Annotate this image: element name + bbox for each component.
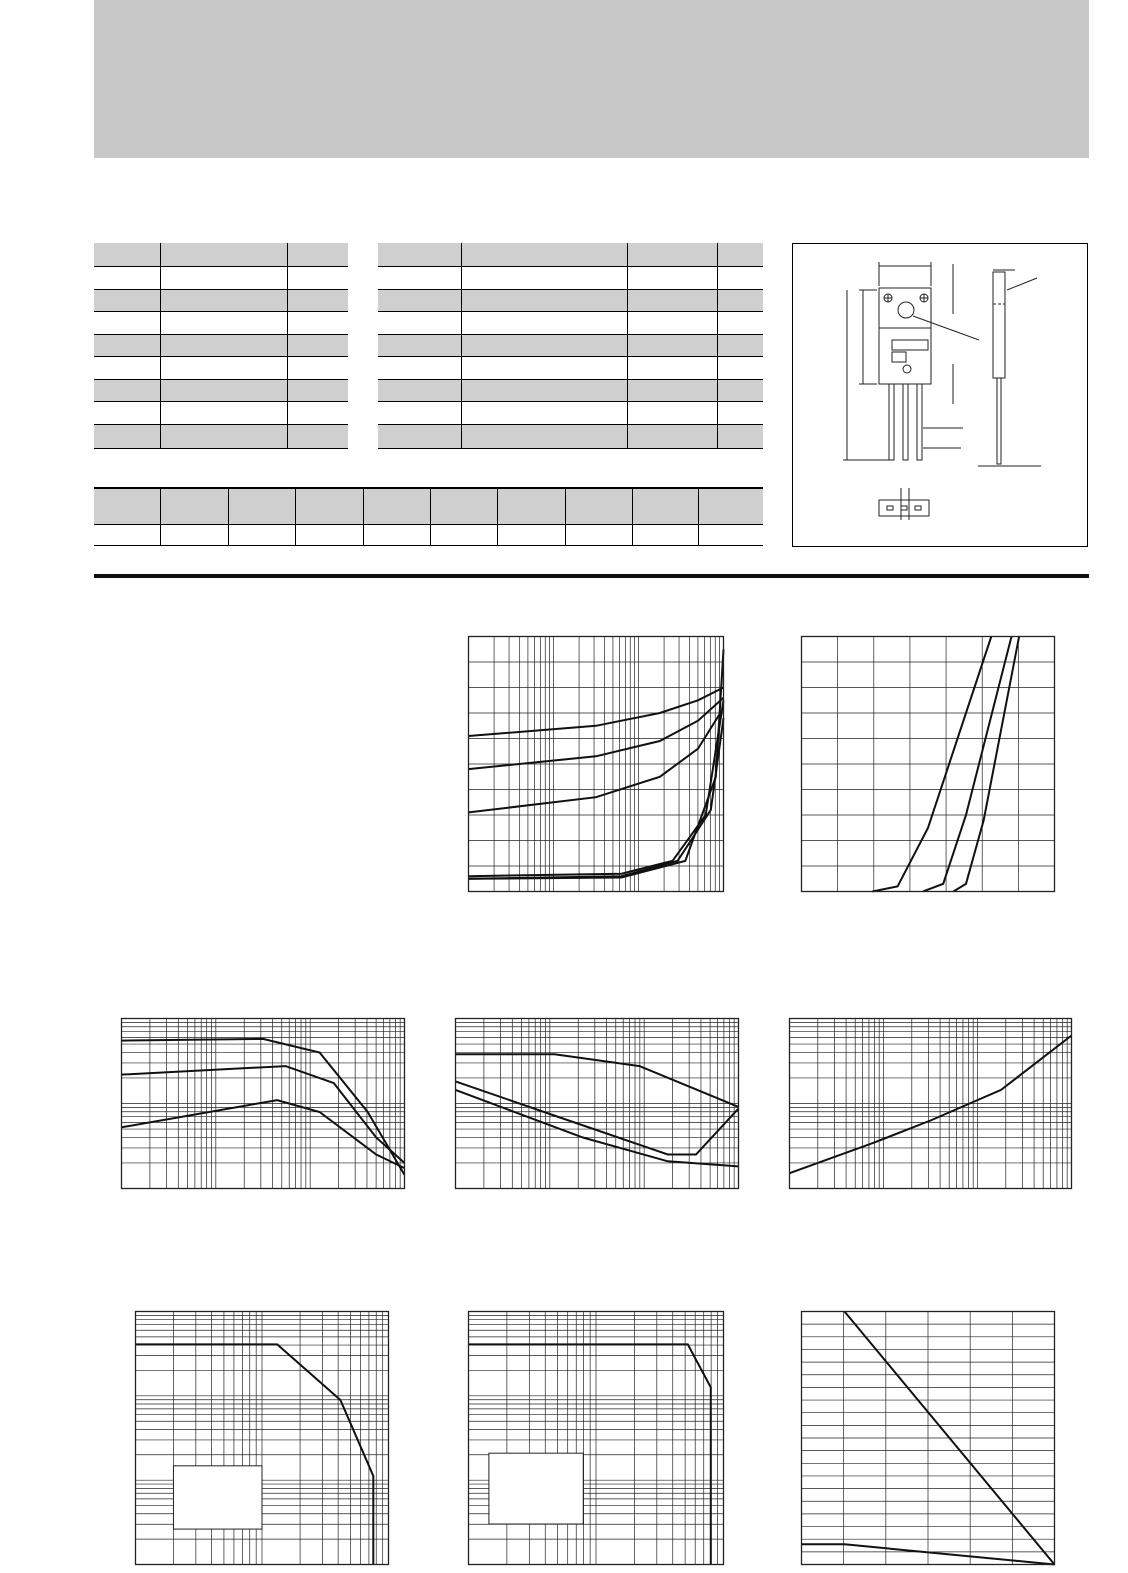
series-line-3: [121, 1099, 405, 1170]
series-line-3: [455, 1088, 739, 1168]
series-line-3: [952, 636, 1021, 893]
series-line-1: [789, 1034, 1073, 1175]
series-line-1: [468, 686, 724, 737]
series-line-6: [468, 649, 725, 880]
series-line-4: [468, 700, 725, 878]
plot-frame: [467, 1310, 725, 1566]
series-line-1: [135, 1343, 375, 1565]
chart-grid: [468, 1311, 724, 1565]
chart-grid: [801, 1311, 1055, 1565]
chart-6: [134, 1310, 390, 1566]
series-line-2: [801, 1543, 1055, 1566]
chart-5: [788, 1017, 1073, 1190]
package-outline-drawing: [843, 262, 1041, 520]
series-line-1: [455, 1053, 739, 1108]
header-band: [94, 0, 1089, 158]
plot-frame: [800, 1310, 1056, 1566]
plot-frame: [134, 1310, 390, 1566]
series-line-1: [843, 1310, 1056, 1566]
series-line-2: [121, 1065, 406, 1164]
series-line-5: [468, 717, 725, 880]
series-line-2: [922, 636, 1013, 893]
chart-2: [800, 635, 1056, 893]
legend-box: [172, 1465, 263, 1530]
chart-3: [120, 1017, 406, 1190]
chart-4: [454, 1017, 740, 1190]
chart-grid: [121, 1018, 405, 1189]
plot-frame: [454, 1017, 740, 1190]
series-line-2: [455, 1080, 740, 1156]
plot-frame: [467, 635, 725, 893]
package-outline-box: [792, 243, 1088, 547]
series-line-3: [468, 707, 725, 814]
series-line-2: [468, 696, 725, 771]
section-rule: [94, 574, 1089, 578]
chart-7: [467, 1310, 725, 1566]
plot-frame: [120, 1017, 406, 1190]
plot-frame: [800, 635, 1056, 893]
chart-1: [467, 635, 725, 893]
series-line-1: [872, 636, 993, 893]
chart-grid: [801, 636, 1055, 892]
series-line-1: [121, 1037, 406, 1176]
legend-box: [488, 1452, 584, 1525]
classification-table: [94, 487, 763, 546]
chart-grid: [455, 1018, 739, 1189]
ratings-table: [94, 243, 348, 449]
series-line-1: [468, 1343, 712, 1565]
chart-8: [800, 1310, 1056, 1566]
chart-grid: [468, 636, 724, 892]
characteristics-table: [378, 243, 763, 449]
plot-frame: [788, 1017, 1073, 1190]
chart-grid: [789, 1018, 1072, 1189]
